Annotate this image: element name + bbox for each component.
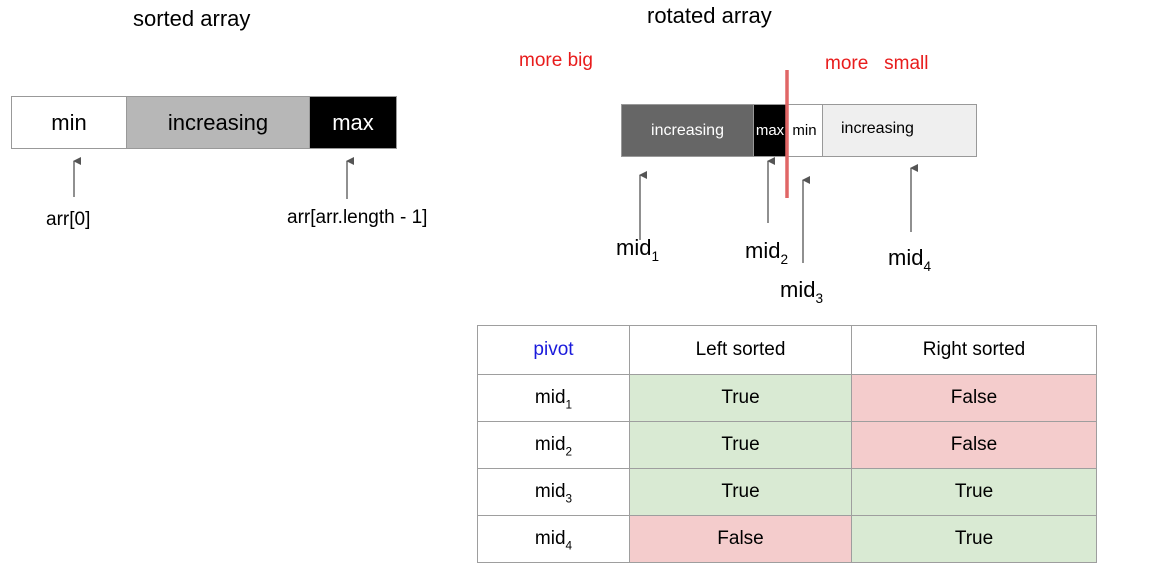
table-header-row: pivot Left sorted Right sorted	[477, 325, 1097, 375]
rotated-segment-increasing-left: increasing	[621, 104, 754, 157]
sorted-segment-max: max	[309, 96, 397, 149]
more-big-label: more big	[519, 50, 593, 71]
row-right-value: True	[851, 515, 1097, 563]
sorted-array-title: sorted array	[133, 6, 251, 31]
row-right-value: False	[851, 374, 1097, 422]
table-row: mid4 False True	[477, 515, 1097, 563]
rotated-segment-increasing-right: increasing	[822, 104, 977, 157]
row-pivot: mid3	[477, 468, 630, 516]
row-pivot: mid2	[477, 421, 630, 469]
row-left-value: False	[629, 515, 852, 563]
row-right-value: True	[851, 468, 1097, 516]
table-row: mid1 True False	[477, 374, 1097, 422]
header-pivot: pivot	[477, 325, 630, 375]
row-pivot: mid1	[477, 374, 630, 422]
header-left-sorted: Left sorted	[629, 325, 852, 375]
arr-first-label: arr[0]	[46, 209, 91, 230]
header-right-sorted: Right sorted	[851, 325, 1097, 375]
rotated-segment-min: min	[786, 104, 823, 157]
table-row: mid3 True True	[477, 468, 1097, 516]
arr-last-label: arr[arr.length - 1]	[287, 207, 428, 228]
row-left-value: True	[629, 374, 852, 422]
table-row: mid2 True False	[477, 421, 1097, 469]
rotated-array-title: rotated array	[647, 3, 772, 28]
row-pivot: mid4	[477, 515, 630, 563]
pivot-table: pivot Left sorted Right sorted mid1 True…	[477, 325, 1097, 563]
row-right-value: False	[851, 421, 1097, 469]
more-small-label: more small	[825, 53, 929, 74]
mid1-label: mid1	[616, 235, 660, 265]
row-left-value: True	[629, 468, 852, 516]
mid3-label: mid3	[780, 277, 824, 307]
mid2-label: mid2	[745, 238, 789, 268]
sorted-segment-min: min	[11, 96, 127, 149]
mid4-label: mid4	[888, 245, 932, 275]
row-left-value: True	[629, 421, 852, 469]
